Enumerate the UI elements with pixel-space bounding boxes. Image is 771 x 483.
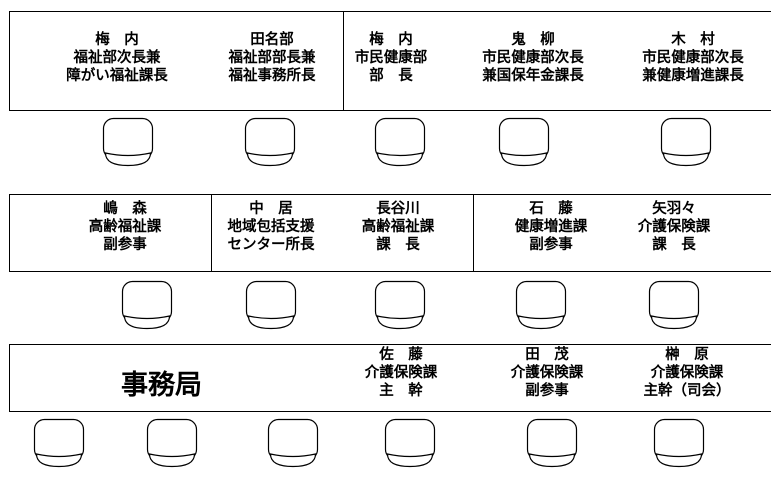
chair-icon [245, 280, 297, 330]
seat-name: 佐 藤 [379, 347, 423, 363]
seat-name: 矢羽々 [652, 201, 696, 217]
seat-name: 田名部 [250, 32, 294, 48]
seat-title: 高齢福祉課 [88, 219, 162, 235]
seat-title: 介護保険課 [364, 365, 438, 381]
seat-label-yababa: 矢羽々 介護保険課 課 長 [638, 200, 711, 254]
seat-label-tamo: 田 茂 介護保険課 副参事 [511, 346, 584, 400]
chair-icon [515, 280, 567, 330]
seat-title: 兼健康増進課長 [642, 68, 744, 84]
table-row-1 [9, 11, 771, 111]
seat-title: 市民健康部次長 [642, 50, 744, 66]
table-divider [211, 194, 212, 272]
seat-name: 鬼 柳 [511, 32, 555, 48]
seat-name: 梅 内 [369, 32, 413, 48]
seat-title: 課 長 [652, 237, 696, 253]
chair-icon [374, 117, 426, 167]
seat-label-nakai: 中 居 地域包括支援 センター所長 [228, 200, 315, 254]
table-divider [473, 194, 474, 272]
chair-icon [121, 280, 173, 330]
seat-title: 福祉部部長兼 [228, 50, 316, 66]
seat-title: 副参事 [103, 237, 147, 253]
chair-icon [374, 280, 426, 330]
chair-icon [33, 418, 85, 468]
seat-title: 課 長 [376, 237, 420, 253]
seat-label-umenai-welfare: 梅 内 福祉部次長兼 障がい福祉課長 [66, 31, 168, 85]
seat-title: 主幹（司会） [643, 383, 731, 399]
seat-label-hasegawa: 長谷川 高齢福祉課 課 長 [362, 200, 435, 254]
seat-label-ishito: 石 藤 健康増進課 副参事 [515, 200, 588, 254]
seat-label-shimamori: 嶋 森 高齢福祉課 副参事 [89, 200, 162, 254]
seat-name: 中 居 [249, 201, 293, 217]
seat-title: 兼国保年金課長 [482, 68, 584, 84]
seat-label-umenai-health: 梅 内 市民健康部 部 長 [355, 31, 428, 85]
seat-title: 介護保険課 [510, 365, 584, 381]
chair-icon [384, 418, 436, 468]
table-row-3 [9, 344, 771, 412]
chair-icon [102, 117, 154, 167]
seat-name: 長谷川 [376, 201, 420, 217]
chair-icon [526, 418, 578, 468]
seat-title: 介護保険課 [637, 219, 711, 235]
seat-title: 福祉事務所長 [228, 68, 316, 84]
seat-label-sakakibara: 榊 原 介護保険課 主幹（司会） [644, 346, 731, 400]
seat-title: 市民健康部 [354, 50, 428, 66]
seat-name: 梅 内 [95, 32, 139, 48]
secretariat-title: 事務局 [121, 370, 202, 401]
seat-title: 介護保険課 [650, 365, 724, 381]
seat-title: 副参事 [529, 237, 573, 253]
seat-title: 健康増進課 [514, 219, 588, 235]
chair-icon [653, 418, 705, 468]
table-divider [343, 11, 344, 111]
seat-title: 部 長 [369, 68, 413, 84]
seat-label-oniyanagi: 鬼 柳 市民健康部次長 兼国保年金課長 [482, 31, 584, 85]
chair-icon [146, 418, 198, 468]
chair-icon [498, 117, 550, 167]
seat-title: 副参事 [525, 383, 569, 399]
seat-name: 石 藤 [529, 201, 573, 217]
seat-label-kimura: 木 村 市民健康部次長 兼健康増進課長 [642, 31, 744, 85]
seat-title: 市民健康部次長 [482, 50, 584, 66]
seat-label-sato: 佐 藤 介護保険課 主 幹 [365, 346, 438, 400]
table-row-2 [9, 194, 771, 272]
seat-title: センター所長 [227, 237, 315, 253]
chair-icon [267, 418, 319, 468]
seat-name: 田 茂 [525, 347, 569, 363]
chair-icon [244, 117, 296, 167]
seat-title: 福祉部次長兼 [73, 50, 161, 66]
seat-title: 主 幹 [379, 383, 423, 399]
seat-name: 嶋 森 [103, 201, 147, 217]
seat-name: 榊 原 [665, 347, 709, 363]
seat-label-tanabe: 田名部 福祉部部長兼 福祉事務所長 [229, 31, 316, 85]
chair-icon [648, 280, 700, 330]
seat-title: 障がい福祉課長 [66, 68, 168, 84]
seat-title: 高齢福祉課 [361, 219, 435, 235]
seat-name: 木 村 [671, 32, 715, 48]
chair-icon [660, 117, 712, 167]
seat-title: 地域包括支援 [227, 219, 315, 235]
